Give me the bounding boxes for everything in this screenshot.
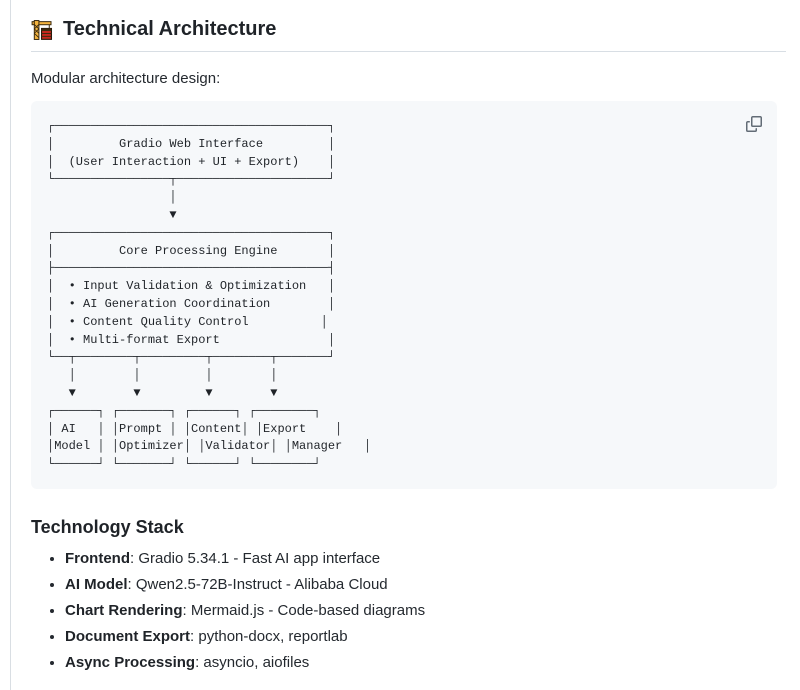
readme-content: Technical Architecture Modular architect… (10, 0, 800, 690)
code-block: ┌──────────────────────────────────────┐… (31, 101, 777, 489)
intro-text: Modular architecture design: (31, 70, 221, 87)
ascii-diagram-code: ┌──────────────────────────────────────┐… (47, 119, 372, 472)
ascii-architecture-diagram: ┌──────────────────────────────────────┐… (47, 117, 761, 473)
building-construction-icon (31, 19, 53, 41)
item-text: : Mermaid.js - Code-based diagrams (182, 601, 426, 619)
item-label: Async Processing (65, 653, 196, 671)
tech-stack-heading: Technology Stack (31, 516, 184, 537)
copy-icon (746, 116, 762, 132)
item-label: Document Export (65, 627, 191, 645)
tech-stack-list: Frontend: Gradio 5.34.1 - Fast AI app in… (31, 550, 786, 671)
list-item: Async Processing: asyncio, aiofiles (65, 654, 786, 671)
item-text: : Qwen2.5-72B-Instruct - Alibaba Cloud (127, 575, 388, 593)
list-item: Chart Rendering: Mermaid.js - Code-based… (65, 602, 786, 619)
item-text: : asyncio, aiofiles (195, 653, 310, 671)
item-label: Chart Rendering (65, 601, 183, 619)
list-item: Frontend: Gradio 5.34.1 - Fast AI app in… (65, 550, 786, 567)
copy-button[interactable] (739, 109, 769, 139)
page-title: Technical Architecture (63, 18, 277, 40)
item-text: : Gradio 5.34.1 - Fast AI app interface (130, 549, 381, 567)
list-item: AI Model: Qwen2.5-72B-Instruct - Alibaba… (65, 576, 786, 593)
section-heading: Technical Architecture (31, 18, 786, 52)
item-label: AI Model (65, 575, 128, 593)
item-label: Frontend (65, 549, 130, 567)
item-text: : python-docx, reportlab (190, 627, 348, 645)
list-item: Document Export: python-docx, reportlab (65, 628, 786, 645)
